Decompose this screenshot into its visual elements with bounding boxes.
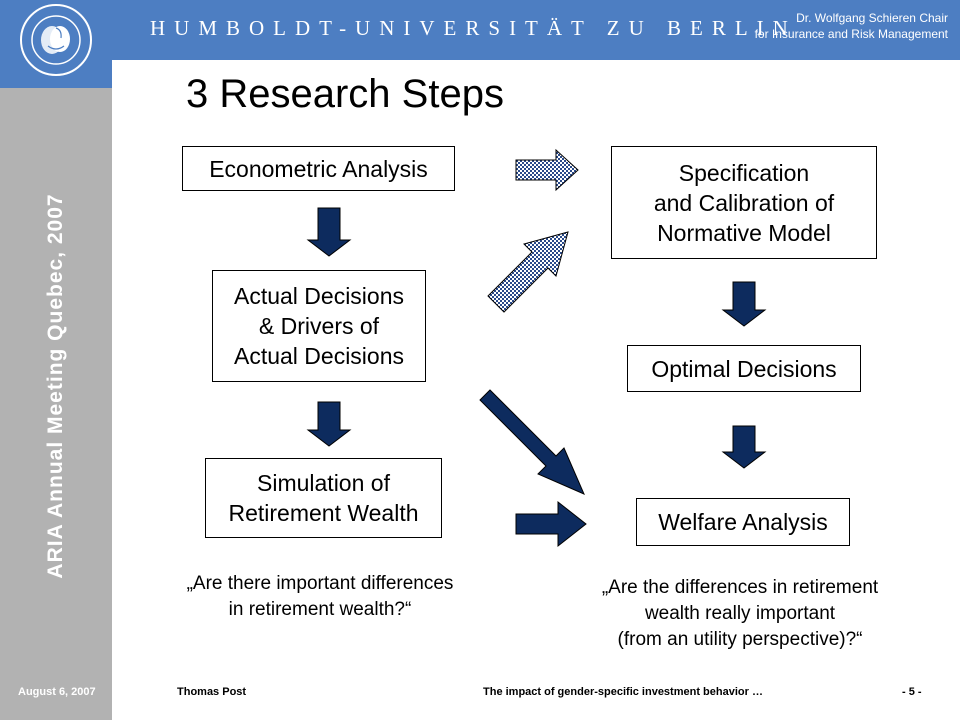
arrow-down-specification-to-optimal: [721, 281, 767, 327]
footer-page-number: - 5 -: [902, 686, 922, 698]
box-specification-line-3: Normative Model: [657, 219, 831, 246]
box-optimal-decisions: Optimal Decisions: [627, 345, 861, 392]
question-right-line-1: „Are the differences in retirement: [601, 577, 879, 598]
footer: August 6, 2007 Thomas Post The impact of…: [0, 686, 960, 702]
box-optimal-line-1: Optimal Decisions: [651, 355, 837, 382]
box-simulation-line-1: Simulation of: [257, 470, 390, 496]
sidebar: [0, 88, 112, 720]
arrow-diagonal-actual-to-welfare: [479, 389, 585, 495]
arrow-down-optimal-to-welfare: [721, 425, 767, 469]
box-actual-line-1: Actual Decisions: [233, 283, 405, 309]
box-actual-line-3: Actual Decisions: [233, 343, 405, 369]
box-econometric-line-1: Econometric Analysis: [209, 155, 428, 182]
question-left-line-2: in retirement wealth?“: [228, 599, 412, 620]
box-welfare-line-1: Welfare Analysis: [658, 509, 828, 535]
arrow-diagonal-actual-to-specification: [487, 231, 569, 313]
university-name: HUMBOLDT-UNIVERSITÄT ZU BERLIN: [150, 16, 797, 40]
footer-author: Thomas Post: [177, 686, 247, 698]
box-specification-calibration: Specification and Calibration of Normati…: [611, 146, 877, 259]
arrow-down-econometric-to-actual: [306, 207, 352, 257]
chair-line-1: Dr. Wolfgang Schieren Chair: [796, 11, 948, 25]
chair-label: Dr. Wolfgang Schieren Chair for Insuranc…: [755, 10, 948, 42]
box-actual-decisions: Actual Decisions & Drivers of Actual Dec…: [212, 270, 426, 382]
box-specification-line-2: and Calibration of: [653, 189, 835, 216]
question-left-line-1: „Are there important differences: [186, 573, 454, 594]
box-welfare-analysis: Welfare Analysis: [636, 498, 850, 546]
footer-date: August 6, 2007: [18, 686, 96, 698]
slide-title: 3 Research Steps: [186, 72, 504, 116]
box-econometric-analysis: Econometric Analysis: [182, 146, 455, 191]
box-actual-line-2: & Drivers of: [258, 313, 380, 339]
question-right-line-3: (from an utility perspective)?“: [617, 629, 863, 650]
arrow-down-actual-to-simulation: [306, 401, 352, 447]
chair-line-2: for Insurance and Risk Management: [754, 27, 948, 41]
box-specification-line-1: Specification: [678, 159, 810, 186]
footer-topic: The impact of gender-specific investment…: [483, 686, 763, 698]
arrow-right-econometric-to-specification: [515, 148, 579, 192]
header-bar: [0, 0, 960, 60]
question-left: „Are there important differences in reti…: [140, 571, 500, 623]
question-right: „Are the differences in retirement wealt…: [540, 575, 940, 653]
box-simulation-retirement-wealth: Simulation of Retirement Wealth: [205, 458, 442, 538]
box-simulation-line-2: Retirement Wealth: [228, 500, 419, 526]
question-right-line-2: wealth really important: [644, 603, 836, 624]
university-logo: [0, 0, 112, 88]
arrow-right-simulation-to-welfare: [515, 500, 587, 548]
university-seal-icon: [20, 4, 92, 76]
